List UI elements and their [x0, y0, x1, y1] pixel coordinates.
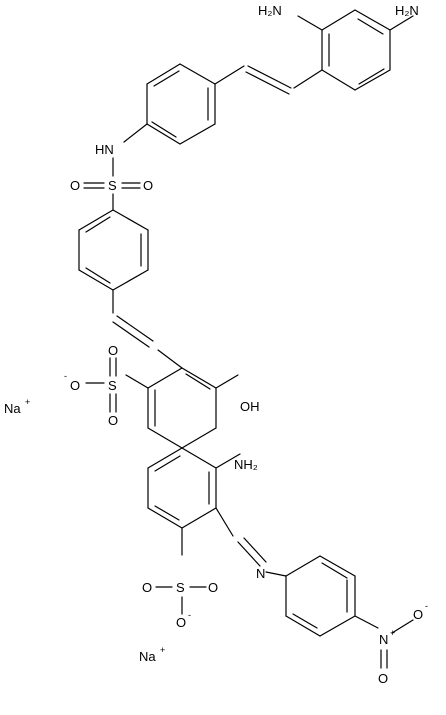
nitrophenyl-ring — [285, 555, 356, 637]
upper-sulfonate-s-label: S — [108, 378, 117, 393]
nitro-o-single-charge: - — [425, 601, 428, 611]
sulfonamide-s-label: S — [108, 178, 117, 193]
azo-bond-top — [214, 65, 323, 95]
nitro-o-single-label: O — [413, 607, 423, 622]
nitro-o-double-label: O — [378, 671, 388, 686]
sulfonamide-o-right-label: O — [143, 178, 153, 193]
upper-sulfonate-o-a-label: O — [108, 343, 118, 358]
amino-label-left: H₂N — [258, 3, 282, 18]
naphthalene-amino-label: NH₂ — [234, 457, 258, 472]
amino-label-right: H₂N — [395, 3, 419, 18]
sulfonamide-o-left-label: O — [70, 178, 80, 193]
hydroxy-label: OH — [240, 399, 260, 414]
azo-bond-lower — [215, 507, 287, 577]
sodium-charge-1: + — [25, 397, 30, 407]
sodium-label-2: Na — [139, 649, 156, 664]
lower-sulfonate-o-a-label: O — [142, 580, 152, 595]
lower-sulfonate-charge: - — [188, 610, 191, 620]
sodium-charge-2: + — [160, 645, 165, 655]
azo-n-label: N — [256, 566, 265, 581]
azo-bond-middle — [112, 289, 183, 369]
upper-sulfonate-charge: - — [64, 371, 67, 381]
aminophenyl-ring — [146, 63, 216, 145]
lower-sulfonate-o-b-label: O — [208, 580, 218, 595]
upper-sulfonate-o-neg-label: O — [70, 378, 80, 393]
lower-sulfonate-o-neg-label: O — [176, 615, 186, 630]
lower-sulfonate-s-label: S — [176, 580, 185, 595]
sodium-label-1: Na — [4, 401, 21, 416]
nitro-n-label: N — [379, 632, 388, 647]
benzenesulfonyl-ring — [78, 209, 149, 291]
sulfonamide-nh-label: HN — [95, 142, 114, 157]
diaminophenyl-ring — [297, 9, 414, 91]
naphthalene-core — [147, 367, 217, 529]
upper-sulfonate-o-b-label: O — [108, 413, 118, 428]
